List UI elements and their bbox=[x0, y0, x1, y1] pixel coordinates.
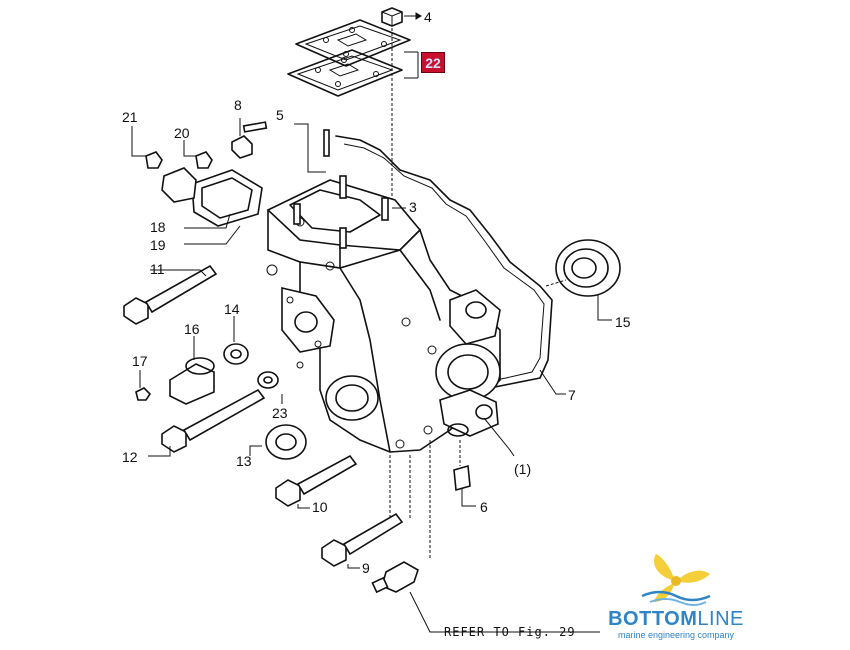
logo-wordmark: BOTTOMLINE bbox=[606, 608, 746, 631]
callout-12: 12 bbox=[122, 449, 138, 465]
part-screw-17 bbox=[135, 370, 152, 401]
gasket-lower bbox=[287, 49, 403, 97]
part-seal-13 bbox=[249, 424, 307, 460]
callout-1: (1) bbox=[514, 461, 531, 477]
callout-14: 14 bbox=[224, 301, 240, 317]
part-seal-14 bbox=[223, 316, 249, 365]
part-nut-4 bbox=[381, 7, 422, 27]
callout-18: 18 bbox=[150, 219, 166, 235]
part-bolt-11 bbox=[123, 264, 218, 325]
callout-20: 20 bbox=[174, 125, 190, 141]
refer-note: REFER TO Fig. 29 bbox=[444, 625, 576, 639]
part-bolt-12 bbox=[148, 388, 266, 457]
part-sensor bbox=[371, 561, 600, 633]
gear-case-housing bbox=[266, 135, 553, 453]
part-bolt-8 bbox=[231, 118, 268, 159]
callout-9: 9 bbox=[362, 560, 370, 576]
part-bolt-9 bbox=[321, 512, 404, 569]
part-plug-6 bbox=[453, 440, 476, 507]
bottomline-logo: BOTTOMLINE marine engineering company bbox=[606, 550, 746, 640]
dash-lines-housing bbox=[389, 440, 431, 560]
callout-16: 16 bbox=[184, 321, 200, 337]
callout-8: 8 bbox=[234, 97, 242, 113]
leader-lines bbox=[184, 213, 566, 457]
callout-10: 10 bbox=[312, 499, 328, 515]
logo-tagline: marine engineering company bbox=[617, 630, 735, 640]
propeller-wave-icon bbox=[641, 554, 711, 606]
part-studs-3 bbox=[293, 175, 406, 249]
callout-5: 5 bbox=[276, 107, 284, 123]
part-bolts-20-21 bbox=[131, 126, 213, 169]
callout-17: 17 bbox=[132, 353, 148, 369]
gasket-upper bbox=[295, 19, 411, 67]
part-bolt-10 bbox=[275, 454, 358, 509]
callout-15: 15 bbox=[615, 314, 631, 330]
callout-22-highlight: 22 bbox=[421, 52, 445, 73]
callout-4: 4 bbox=[424, 9, 432, 25]
leader-22 bbox=[404, 51, 419, 79]
callout-21: 21 bbox=[122, 109, 138, 125]
part-cover-18 bbox=[161, 167, 263, 227]
part-cap-16 bbox=[169, 336, 215, 405]
part-bearing-15 bbox=[545, 239, 621, 321]
logo-name-bold: BOTTOM bbox=[608, 608, 698, 630]
callout-13: 13 bbox=[236, 453, 252, 469]
logo-name-light: LINE bbox=[697, 608, 744, 630]
callout-6: 6 bbox=[480, 499, 488, 515]
callout-7: 7 bbox=[568, 387, 576, 403]
callout-23: 23 bbox=[272, 405, 288, 421]
callout-11: 11 bbox=[150, 261, 165, 277]
part-stud-5 bbox=[294, 123, 330, 173]
callout-3: 3 bbox=[409, 199, 417, 215]
part-washer-23 bbox=[257, 371, 279, 389]
callout-19: 19 bbox=[150, 237, 166, 253]
